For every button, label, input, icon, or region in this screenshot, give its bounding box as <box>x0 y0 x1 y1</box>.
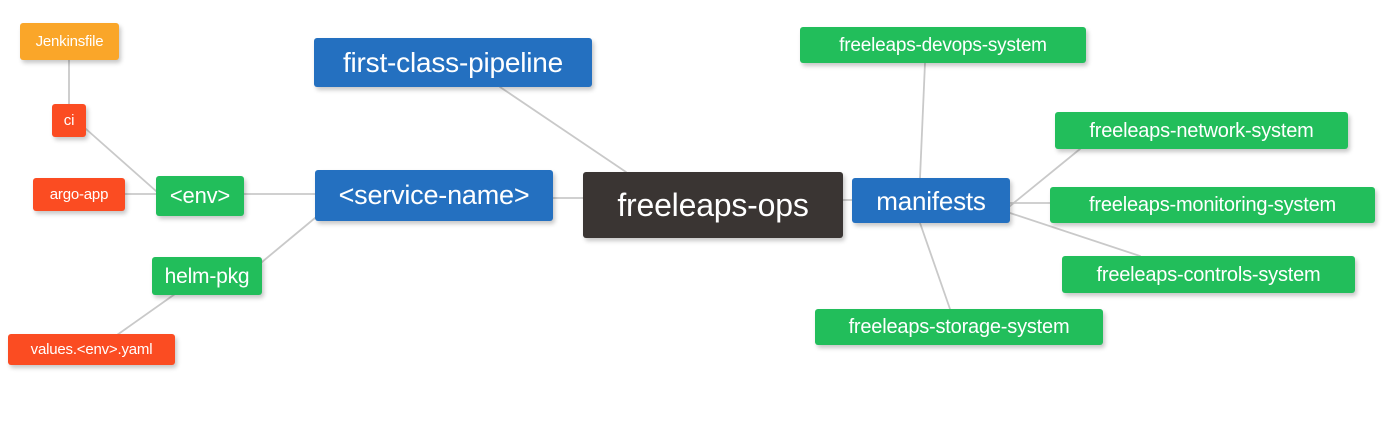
node-freeleaps-controls-system[interactable]: freeleaps-controls-system <box>1062 256 1355 293</box>
node-label-first-class-pipeline: first-class-pipeline <box>342 46 564 78</box>
node-manifests[interactable]: manifests <box>852 178 1010 223</box>
node-ci[interactable]: ci <box>52 104 86 137</box>
node-label-values-yaml: values.<env>.yaml <box>30 341 153 358</box>
node-label-freeleaps-ops: freeleaps-ops <box>617 187 809 223</box>
node-env[interactable]: <env> <box>156 176 244 216</box>
node-label-freeleaps-monitoring-system: freeleaps-monitoring-system <box>1089 194 1336 216</box>
edge-manifests-to-freeleaps-devops-system <box>919 62 926 179</box>
node-label-jenkinsfile: Jenkinsfile <box>35 33 104 50</box>
node-label-ci: ci <box>63 112 75 129</box>
edge-service-name-to-helm-pkg <box>261 217 316 263</box>
node-label-env: <env> <box>169 183 231 208</box>
node-label-freeleaps-storage-system: freeleaps-storage-system <box>848 316 1070 338</box>
node-label-freeleaps-devops-system: freeleaps-devops-system <box>839 34 1047 56</box>
edge-first-class-pipeline-to-freeleaps-ops <box>499 86 627 173</box>
node-label-argo-app: argo-app <box>49 186 109 203</box>
node-freeleaps-storage-system[interactable]: freeleaps-storage-system <box>815 309 1103 345</box>
node-label-freeleaps-controls-system: freeleaps-controls-system <box>1096 263 1321 286</box>
node-label-service-name: <service-name> <box>338 180 530 210</box>
node-helm-pkg[interactable]: helm-pkg <box>152 257 262 295</box>
node-argo-app[interactable]: argo-app <box>33 178 125 211</box>
node-label-freeleaps-network-system: freeleaps-network-system <box>1089 119 1314 142</box>
edge-manifests-to-freeleaps-storage-system <box>919 222 951 310</box>
node-label-manifests: manifests <box>876 185 986 216</box>
node-freeleaps-network-system[interactable]: freeleaps-network-system <box>1055 112 1348 149</box>
node-first-class-pipeline[interactable]: first-class-pipeline <box>314 38 592 87</box>
node-freeleaps-monitoring-system[interactable]: freeleaps-monitoring-system <box>1050 187 1375 223</box>
edge-helm-pkg-to-values-yaml <box>116 293 176 336</box>
node-label-helm-pkg: helm-pkg <box>164 264 250 288</box>
node-freeleaps-ops[interactable]: freeleaps-ops <box>583 172 843 238</box>
node-service-name[interactable]: <service-name> <box>315 170 553 221</box>
node-values-yaml[interactable]: values.<env>.yaml <box>8 334 175 365</box>
node-freeleaps-devops-system[interactable]: freeleaps-devops-system <box>800 27 1086 63</box>
node-jenkinsfile[interactable]: Jenkinsfile <box>20 23 119 60</box>
